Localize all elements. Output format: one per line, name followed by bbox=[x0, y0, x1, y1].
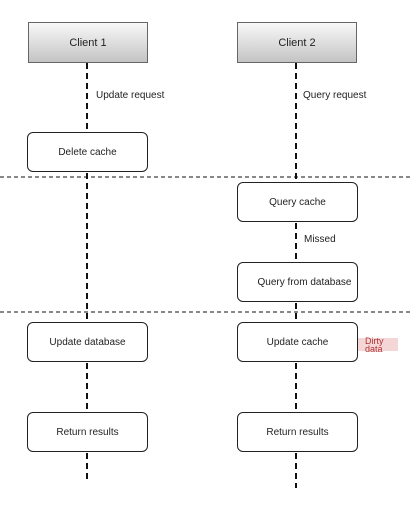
client1-header: Client 1 bbox=[28, 22, 148, 63]
query-from-database-box: Query from database bbox=[237, 262, 358, 302]
update-request-label: Update request bbox=[96, 90, 165, 101]
update-database-label: Update database bbox=[49, 336, 126, 348]
dirty-data-note: Dirty data bbox=[365, 336, 384, 354]
delete-cache-box: Delete cache bbox=[27, 132, 148, 172]
query-cache-box: Query cache bbox=[237, 182, 358, 222]
update-cache-label: Update cache bbox=[266, 336, 329, 348]
client2-header: Client 2 bbox=[237, 22, 357, 63]
client1-title: Client 1 bbox=[69, 36, 107, 49]
client2-return-results-box: Return results bbox=[237, 412, 358, 452]
dirty-data-line1: Dirty bbox=[365, 336, 384, 346]
delete-cache-label: Delete cache bbox=[58, 146, 117, 158]
client1-return-results-box: Return results bbox=[27, 412, 148, 452]
query-cache-label: Query cache bbox=[269, 196, 326, 208]
client2-return-results-label: Return results bbox=[266, 426, 329, 438]
dirty-data-highlight bbox=[356, 338, 398, 351]
query-from-database-label: Query from database bbox=[257, 276, 352, 288]
dirty-data-line2: data bbox=[365, 344, 383, 354]
update-database-box: Update database bbox=[27, 322, 148, 362]
client2-title: Client 2 bbox=[278, 36, 316, 49]
query-request-label: Query request bbox=[303, 90, 367, 101]
missed-label: Missed bbox=[304, 234, 336, 245]
client1-return-results-label: Return results bbox=[56, 426, 119, 438]
update-cache-box: Update cache bbox=[237, 322, 358, 362]
